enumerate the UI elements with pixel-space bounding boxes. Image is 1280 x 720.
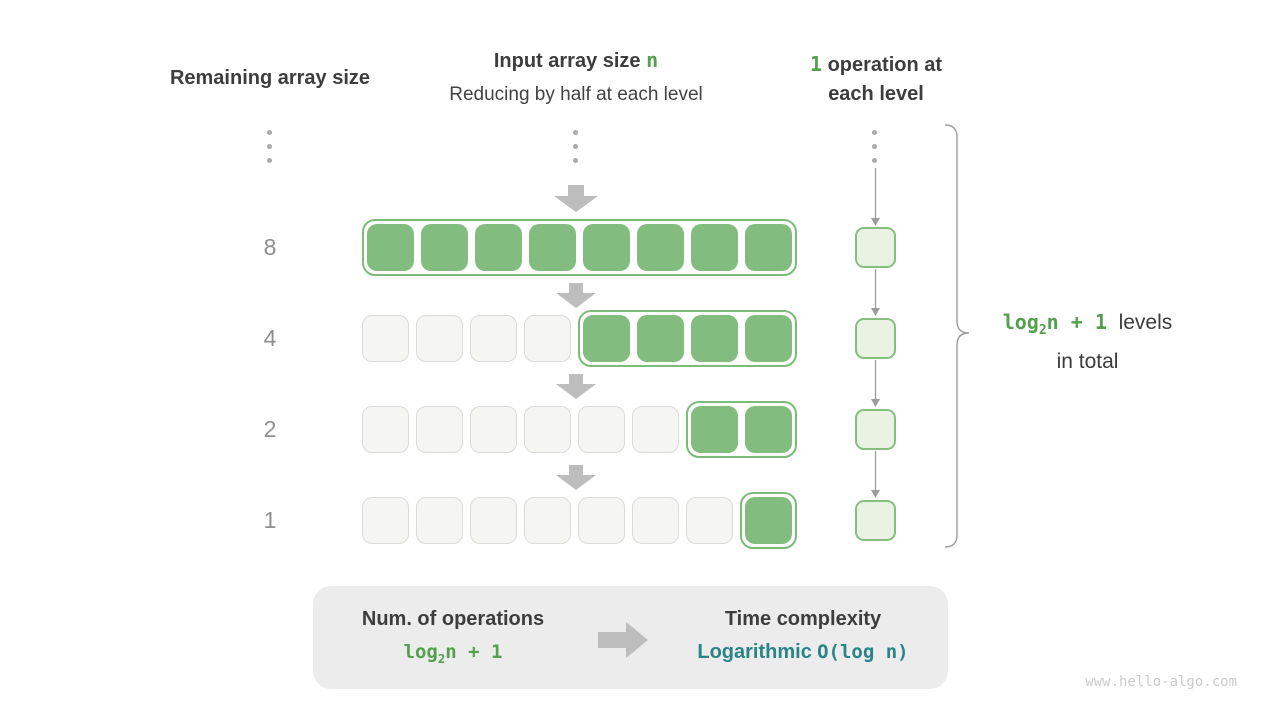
empty-cell bbox=[416, 315, 463, 362]
filled-cell bbox=[367, 224, 414, 271]
down-arrow-icon bbox=[556, 374, 596, 399]
empty-cell bbox=[524, 497, 571, 544]
thin-down-arrow-icon bbox=[871, 360, 880, 407]
empty-cell bbox=[362, 315, 409, 362]
header-input-size: Input array size n bbox=[396, 46, 756, 76]
filled-cell bbox=[745, 224, 792, 271]
row-size-label: 8 bbox=[263, 234, 277, 260]
array-row bbox=[362, 401, 797, 458]
highlight-group bbox=[686, 401, 797, 458]
levels-line2: in total bbox=[1056, 350, 1119, 373]
down-arrow-icon bbox=[554, 185, 598, 212]
summary-left-formula: log2n + 1 bbox=[403, 641, 503, 666]
summary-right-title: Time complexity bbox=[724, 608, 882, 630]
header-input-size-var: n bbox=[646, 48, 659, 72]
thin-down-arrow-icon bbox=[871, 269, 880, 316]
empty-cell bbox=[578, 406, 625, 453]
levels-total-label: log2n + 1 levels in total bbox=[985, 307, 1190, 377]
empty-cell bbox=[416, 497, 463, 544]
filled-cell bbox=[637, 224, 684, 271]
empty-cell bbox=[524, 406, 571, 453]
header-one-op-line1: operation at bbox=[822, 54, 943, 76]
empty-cell bbox=[632, 497, 679, 544]
empty-cell bbox=[632, 406, 679, 453]
ellipsis-right-icon bbox=[872, 130, 877, 163]
summary-right-value: Logarithmic O(log n) bbox=[697, 641, 909, 663]
highlight-group bbox=[740, 492, 797, 549]
thin-down-arrow-icon bbox=[871, 451, 880, 498]
array-rows bbox=[362, 219, 802, 559]
filled-cell bbox=[421, 224, 468, 271]
row-size-label: 4 bbox=[263, 325, 277, 351]
header-remaining-size: Remaining array size bbox=[169, 67, 371, 89]
op-column bbox=[855, 219, 896, 559]
header-one-operation: 1 operation at each level bbox=[766, 50, 986, 109]
highlight-group bbox=[578, 310, 797, 367]
row-size-label: 2 bbox=[263, 416, 277, 442]
empty-cell bbox=[524, 315, 571, 362]
ellipsis-left-icon bbox=[267, 130, 272, 163]
filled-cell bbox=[691, 406, 738, 453]
filled-cell bbox=[745, 315, 792, 362]
array-row bbox=[362, 219, 797, 276]
empty-cell bbox=[470, 406, 517, 453]
filled-cell bbox=[475, 224, 522, 271]
operation-cell bbox=[855, 500, 896, 541]
header-one-op-num: 1 bbox=[809, 52, 823, 76]
row-size-label: 1 bbox=[263, 507, 277, 533]
empty-cell bbox=[362, 406, 409, 453]
empty-cell bbox=[470, 497, 517, 544]
empty-cell bbox=[686, 497, 733, 544]
operation-cell bbox=[855, 409, 896, 450]
highlight-group bbox=[362, 219, 797, 276]
levels-formula: log2n + 1 bbox=[1002, 310, 1107, 338]
header-input-size-text: Input array size bbox=[493, 50, 647, 72]
array-row bbox=[362, 310, 797, 367]
empty-cell bbox=[578, 497, 625, 544]
filled-cell bbox=[637, 315, 684, 362]
operation-cell bbox=[855, 318, 896, 359]
empty-cell bbox=[416, 406, 463, 453]
watermark: www.hello-algo.com bbox=[1085, 674, 1237, 690]
thin-down-arrow-icon bbox=[871, 168, 880, 226]
down-arrow-icon bbox=[556, 465, 596, 490]
filled-cell bbox=[691, 315, 738, 362]
summary-left-title: Num. of operations bbox=[361, 608, 545, 630]
operation-cell bbox=[855, 227, 896, 268]
filled-cell bbox=[691, 224, 738, 271]
summary-box: Num. of operations log2n + 1 Time comple… bbox=[313, 586, 948, 689]
filled-cell bbox=[583, 315, 630, 362]
curly-brace-icon bbox=[944, 124, 970, 548]
filled-cell bbox=[583, 224, 630, 271]
levels-line1: levels bbox=[1118, 311, 1173, 334]
filled-cell bbox=[745, 406, 792, 453]
down-arrow-icon bbox=[556, 283, 596, 308]
summary-right: Time complexity Logarithmic O(log n) bbox=[683, 608, 923, 664]
header-reduce-subtitle: Reducing by half at each level bbox=[449, 84, 703, 105]
filled-cell bbox=[745, 497, 792, 544]
array-row bbox=[362, 492, 797, 549]
ellipsis-center-icon bbox=[573, 130, 578, 163]
filled-cell bbox=[529, 224, 576, 271]
empty-cell bbox=[362, 497, 409, 544]
summary-left: Num. of operations log2n + 1 bbox=[353, 608, 553, 666]
row-labels: 8 4 2 1 bbox=[240, 219, 300, 559]
header-one-op-line2: each level bbox=[828, 83, 924, 105]
empty-cell bbox=[470, 315, 517, 362]
right-arrow-icon bbox=[598, 622, 648, 658]
